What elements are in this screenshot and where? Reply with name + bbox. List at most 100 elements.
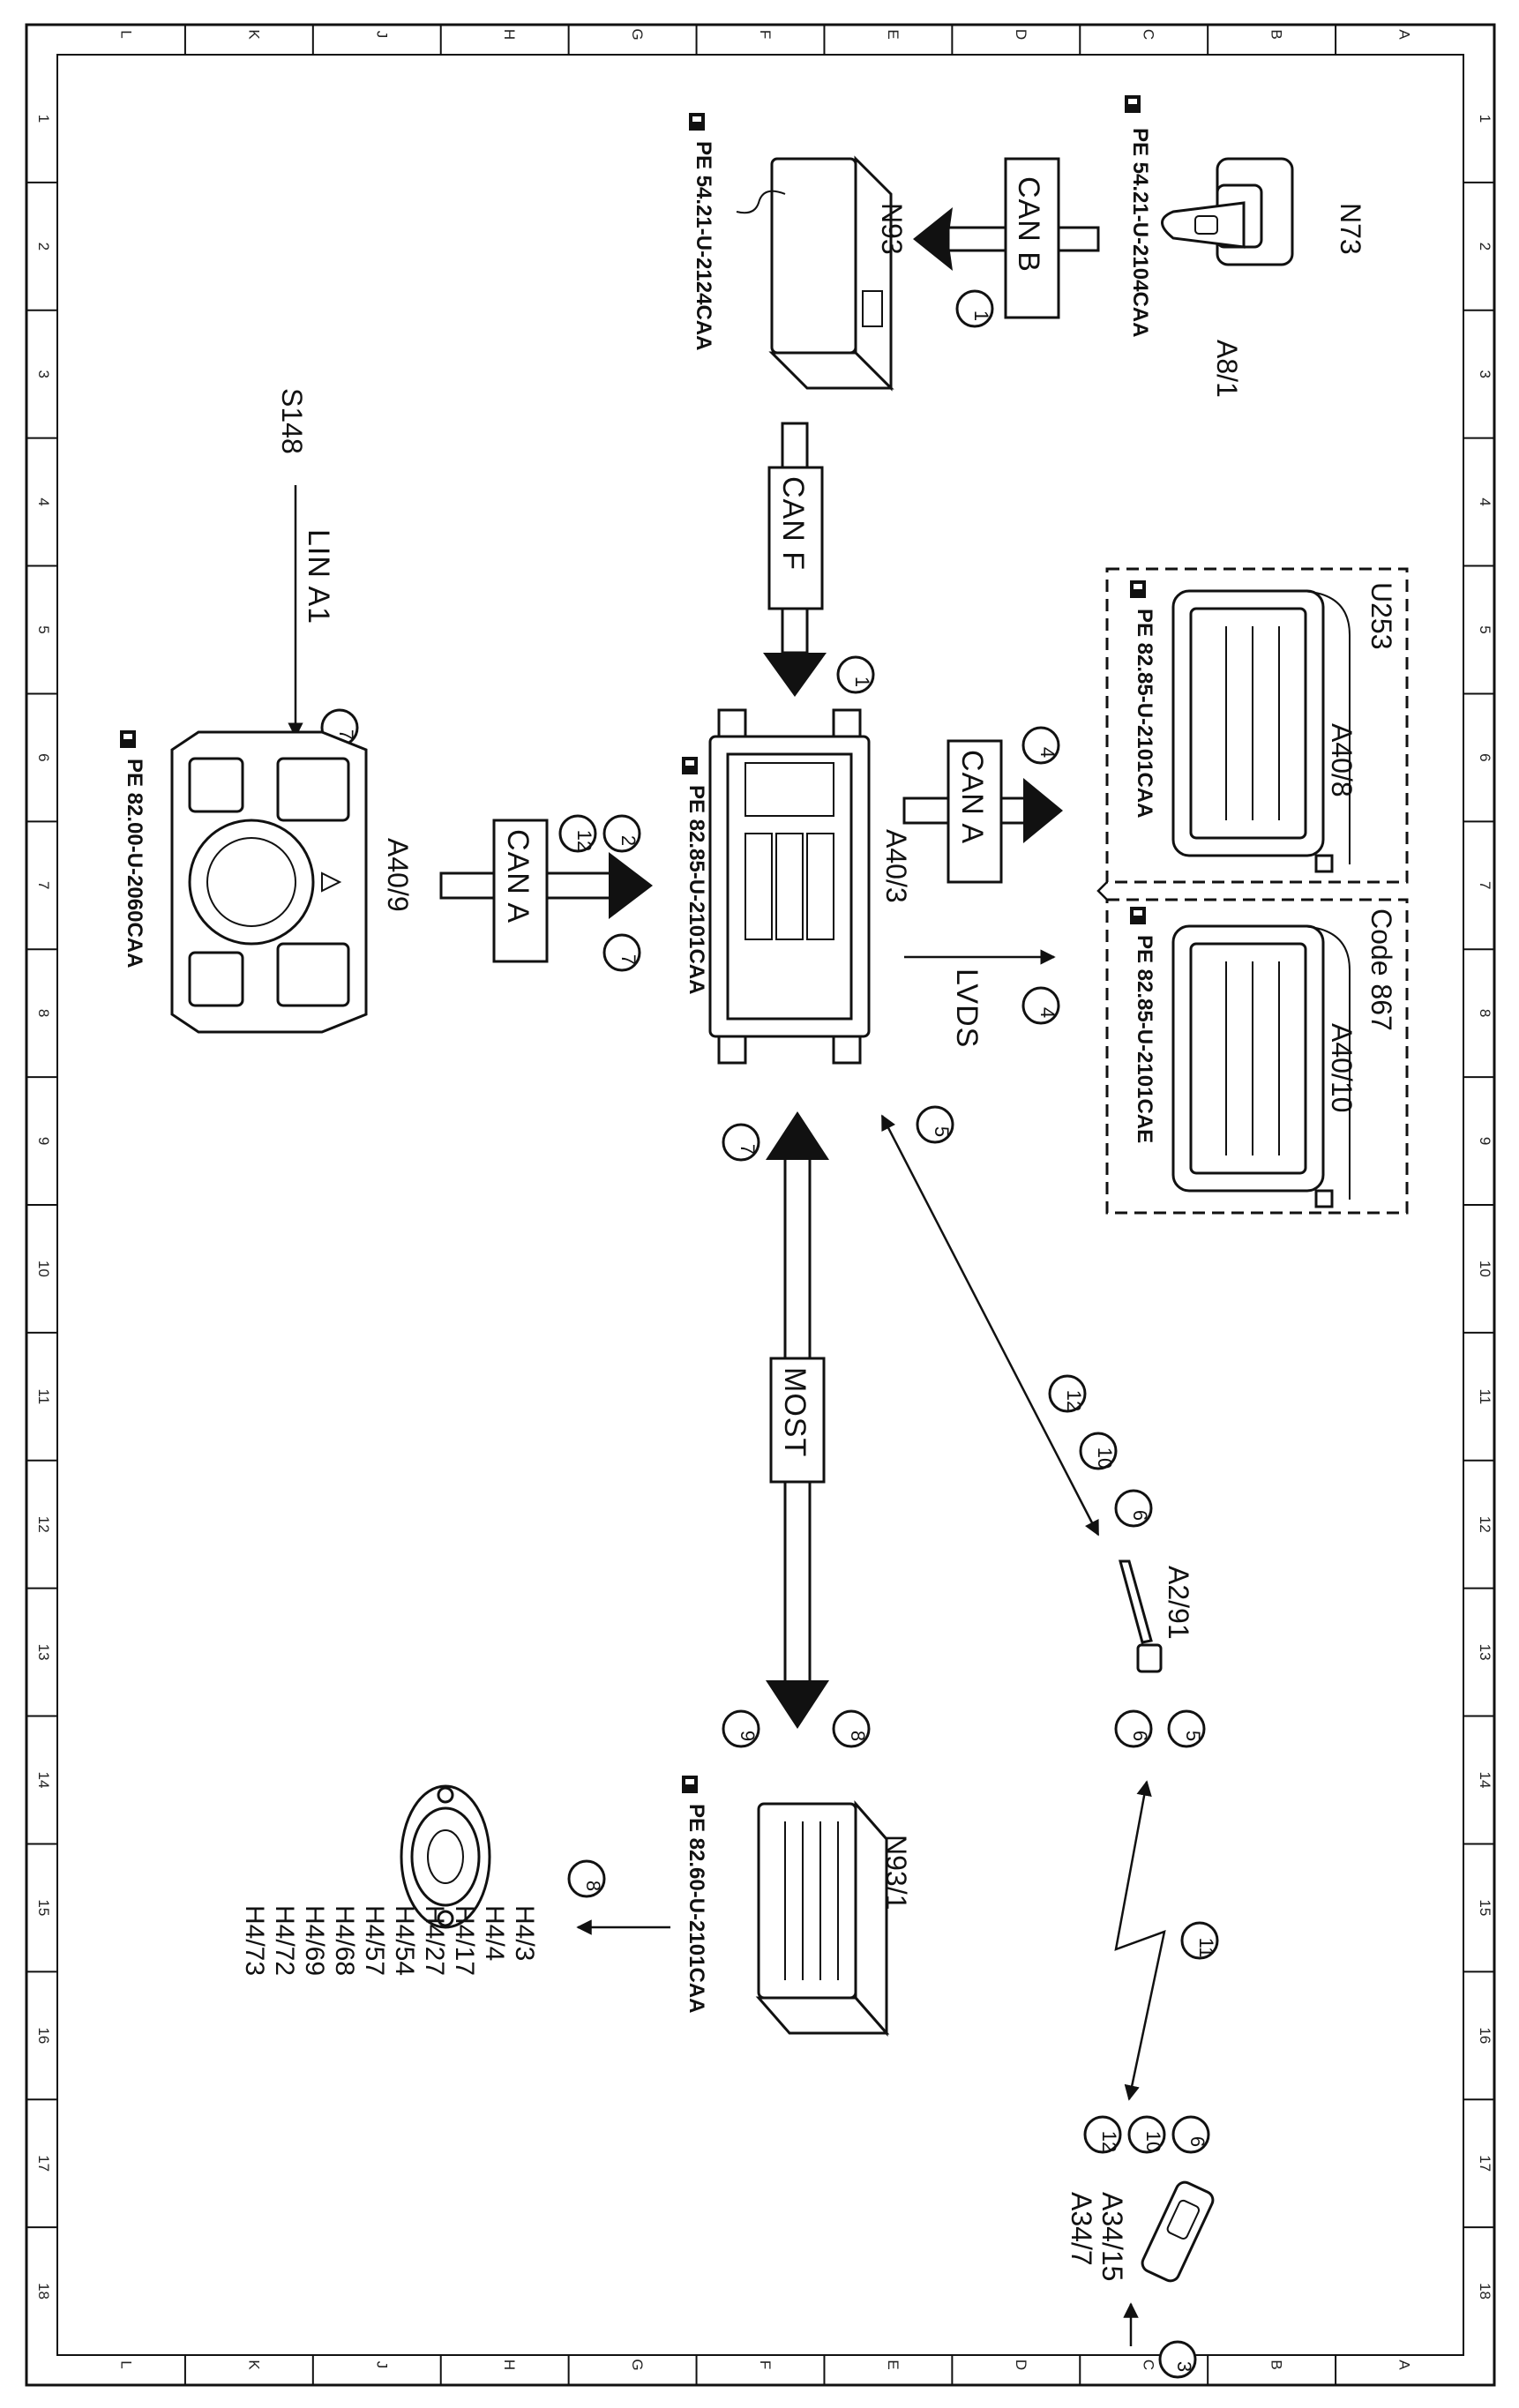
column-letter: E [885, 29, 902, 39]
row-number: 7 [35, 881, 52, 889]
a2-91-circle-5: 5 [1182, 1731, 1204, 1741]
speaker-designation: H4/73 [240, 1905, 269, 1976]
a40-10-label: A40/10 [1326, 1023, 1358, 1112]
can-a-upper-link: CAN A 4 [902, 726, 1063, 884]
wireless-circle-11: 11 [1195, 1938, 1217, 1958]
lin-circle: 7 [335, 729, 357, 740]
column-letter: A [1396, 29, 1413, 40]
u253-label: U253 [1366, 582, 1397, 650]
row-number: 4 [35, 497, 52, 505]
row-number: 15 [1477, 1899, 1493, 1916]
column-letter: G [629, 2359, 646, 2370]
column-letter: K [245, 2359, 262, 2370]
a40-9-label: A40/9 [382, 838, 414, 912]
diag-circle-12: 12 [1063, 1390, 1085, 1411]
a40-9-pe-icon [120, 730, 136, 748]
n93-1-pe-icon [682, 1776, 698, 1793]
row-number: 14 [1477, 1772, 1493, 1789]
speaker-designation: H4/68 [330, 1905, 359, 1976]
row-number: 12 [1477, 1516, 1493, 1533]
column-letter: D [1013, 29, 1029, 40]
row-number: 11 [1477, 1389, 1493, 1405]
column-letter: D [1013, 2359, 1029, 2370]
lvds-circle: 4 [1036, 1007, 1059, 1018]
diag-circle-10: 10 [1094, 1447, 1116, 1469]
row-number: 9 [35, 1137, 52, 1145]
a40-10-pe-icon [1130, 907, 1146, 924]
n93-gateway: N93 PE 54.21-U-2124CAA [689, 113, 908, 392]
row-number: 1 [1477, 115, 1493, 123]
column-letter: A [1396, 2359, 1413, 2370]
a40-3-pe-icon [682, 757, 698, 774]
a40-3-unit: A40/3 PE 82.85-U-2101CAA [682, 708, 912, 1065]
n93-1-label: N93/1 [880, 1835, 912, 1910]
row-number: 17 [1477, 2155, 1493, 2172]
a34-7-label: A34/7 [1066, 2192, 1097, 2266]
speaker-designation: H4/72 [270, 1905, 299, 1976]
a34-circle-6: 6 [1186, 2136, 1208, 2147]
a34-circle-12: 12 [1098, 2131, 1120, 2152]
n93-pe-ref: PE 54.21-U-2124CAA [692, 141, 715, 350]
row-number: 1 [35, 115, 52, 123]
n93-pe-icon [689, 113, 705, 131]
can-a-upper-label: CAN A [955, 750, 989, 844]
speaker-designation: H4/4 [480, 1905, 509, 1961]
most-link: MOST 7 8 9 [722, 1111, 871, 1748]
a40-3-pe-ref: PE 82.85-U-2101CAA [685, 785, 708, 994]
row-number: 3 [1477, 370, 1493, 378]
row-number: 12 [35, 1516, 52, 1533]
can-f-link: CAN F 1 [763, 422, 875, 697]
a40-9-pe-ref: PE 82.00-U-2060CAA [123, 759, 146, 968]
column-letter: L [117, 2360, 134, 2368]
a40-9-circle-12: 12 [573, 830, 595, 851]
column-letter: F [757, 30, 774, 39]
lin-label: LIN A1 [302, 529, 335, 624]
a2-91-label: A2/91 [1163, 1566, 1194, 1640]
row-number: 8 [35, 1009, 52, 1017]
a34-key: A34/15 A34/7 6 10 12 [1066, 2115, 1215, 2283]
a40-8-pe-icon [1130, 580, 1146, 598]
a40-9-circle-7: 7 [617, 954, 640, 965]
row-number: 18 [1477, 2283, 1493, 2300]
s148-label: S148 [276, 388, 308, 454]
n93-1-circle-8: 8 [847, 1731, 869, 1741]
row-number: 15 [35, 1899, 52, 1916]
a40-9-circle-2: 2 [617, 835, 640, 846]
lvds-label: LVDS [950, 968, 984, 1048]
n73-pe-icon [1125, 95, 1141, 113]
column-letter: L [117, 30, 134, 38]
row-number: 13 [1477, 1644, 1493, 1661]
column-letter: B [1268, 2359, 1285, 2369]
can-f-circle: 1 [851, 677, 873, 687]
speaker-circle-8: 8 [582, 1881, 604, 1891]
code-867-group: Code 867 A40/10 PE 82.85-U-2101CAE [1105, 898, 1409, 1215]
a2-91-link: 5 12 10 6 [880, 1105, 1153, 1537]
can-b-link: CAN B 1 [913, 157, 1100, 328]
row-number: 3 [35, 370, 52, 378]
column-letter: C [1141, 29, 1157, 40]
a40-10-pe-ref: PE 82.85-U-2101CAE [1133, 935, 1156, 1143]
row-number: 17 [35, 2155, 52, 2172]
speaker-designation: H4/27 [420, 1905, 449, 1976]
column-letter: G [629, 28, 646, 40]
s148-lin-link: S148 LIN A1 7 [276, 388, 359, 747]
column-letter: E [885, 2359, 902, 2369]
bottom-input-link: 3 [1123, 2302, 1197, 2379]
column-letter: F [757, 2360, 774, 2369]
row-number: 5 [35, 625, 52, 633]
column-letter: H [501, 2359, 518, 2370]
row-number: 2 [1477, 243, 1493, 251]
speaker-designation: H4/69 [300, 1905, 329, 1976]
speaker-designation: H4/54 [390, 1905, 419, 1976]
row-number: 6 [1477, 753, 1493, 761]
a40-3-label: A40/3 [880, 829, 912, 903]
row-number: 7 [1477, 881, 1493, 889]
n93-1-amplifier: N93/1 PE 82.60-U-2101CAA [682, 1776, 912, 2037]
column-letter: J [373, 31, 390, 39]
a8-1-label: A8/1 [1211, 340, 1243, 398]
can-a-upper-circle: 4 [1036, 747, 1059, 758]
n73-label: N73 [1335, 203, 1366, 255]
speaker-designation: H4/57 [360, 1905, 389, 1976]
